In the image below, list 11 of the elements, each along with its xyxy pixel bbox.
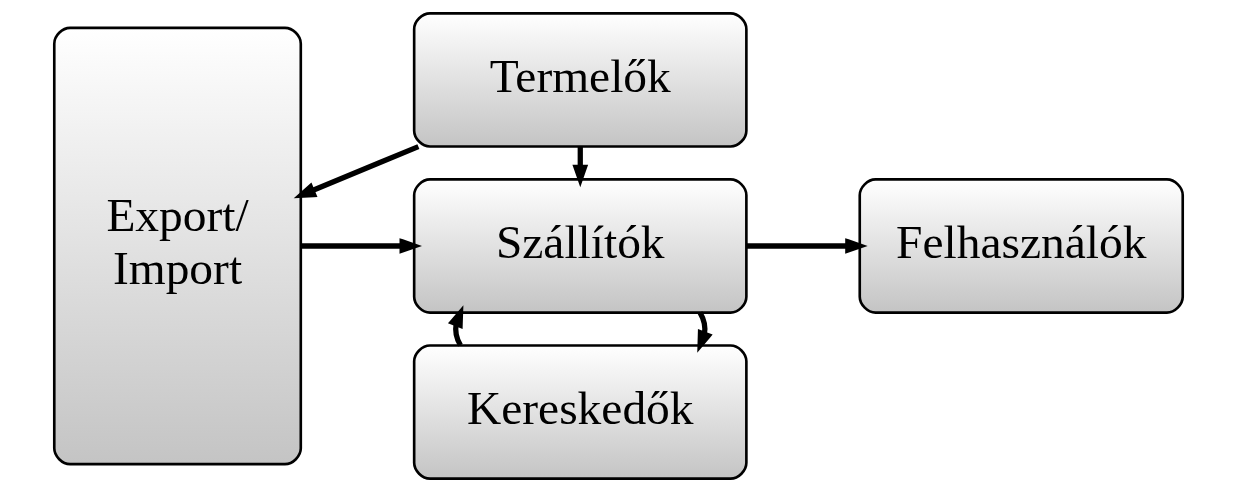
- arrow: [746, 238, 868, 254]
- node-box: Kereskedők: [412, 344, 748, 480]
- node-box: Export/ Import: [52, 26, 302, 466]
- node-box: Szállítók: [412, 178, 748, 314]
- arrow: [300, 238, 422, 254]
- arrow: [696, 311, 713, 353]
- arrow: [293, 144, 419, 199]
- node-box: Termelők: [412, 12, 748, 148]
- arrow: [571, 146, 588, 188]
- node-box: Felhasználók: [857, 178, 1184, 314]
- arrow: [447, 305, 463, 347]
